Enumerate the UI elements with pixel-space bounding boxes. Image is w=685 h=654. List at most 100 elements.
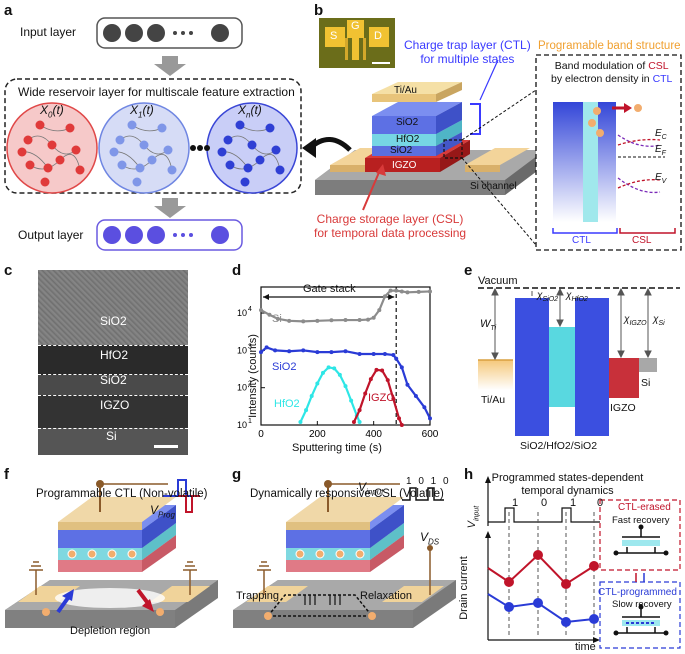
series-sio2-point [371, 352, 376, 357]
tem-sio2-top: SiO2 [100, 314, 127, 328]
panel-label-a: a [4, 2, 13, 19]
y-tick-label: 10 [237, 383, 247, 393]
band-mod-text: Band modulation of CSL by electron densi… [551, 60, 673, 85]
series-sio2-point [391, 353, 396, 358]
x-tick-label: 400 [365, 429, 382, 440]
series-label-hfo2: HfO2 [274, 398, 300, 410]
inset-g-label: G [351, 20, 360, 32]
e-si-label: Si [641, 377, 651, 389]
h-vinput-label: Vinput [466, 505, 481, 529]
series-sio2-point [399, 365, 404, 370]
tem-si: Si [106, 429, 117, 443]
series-sio2-point [357, 352, 362, 357]
series-si-point [343, 318, 348, 323]
layer-hfo2: HfO2 [396, 134, 420, 145]
series-si-point [366, 317, 371, 322]
wti-label: WTi [480, 318, 497, 333]
series-sio2-point [428, 416, 432, 421]
series-hfo2-point [349, 398, 354, 403]
g-title: Dynamically responsive CSL (Volatile) [250, 488, 444, 500]
e-tiau-label: Ti/Au [481, 394, 506, 406]
ctl-label: Charge trap layer (CTL)for multiple stat… [404, 38, 531, 66]
layer-tiau: Ti/Au [394, 85, 417, 96]
series-sio2-point [394, 356, 399, 361]
series-label-igzo: IGZO [368, 392, 395, 404]
chart-xlabel: Sputtering time (s) [292, 442, 382, 454]
gate-stack-arrow-left [263, 294, 269, 300]
series-si-point [259, 308, 263, 313]
y-tick-exp: 3 [248, 343, 252, 350]
series-sio2-line [260, 346, 431, 419]
series-sio2-point [422, 405, 427, 410]
series-sio2-point [301, 348, 306, 353]
x0-label: X0(t) [40, 103, 64, 120]
chart-frame [260, 286, 431, 426]
series-sio2-point [382, 352, 387, 357]
tem-image [38, 270, 188, 455]
e-igzo-label: IGZO [610, 402, 636, 414]
csl-label: Charge storage layer (CSL)for temporal d… [314, 212, 467, 240]
vprog-label: VProg [150, 503, 175, 520]
series-label-sio2: SiO2 [272, 361, 297, 373]
series-sio2-point [405, 382, 410, 387]
series-si-point [377, 308, 382, 313]
series-si-point [388, 288, 393, 293]
h-ylabel: Drain current [457, 556, 470, 620]
series-sio2-point [259, 350, 263, 355]
series-si-point [287, 318, 292, 323]
x-tick-label: 200 [309, 429, 326, 440]
vacuum-label: Vacuum [478, 275, 518, 287]
series-sio2-point [315, 350, 320, 355]
series-igzo-point [385, 378, 390, 383]
series-si-point [357, 318, 362, 323]
ctl-erased-label: CTL-erased [618, 502, 671, 513]
series-igzo-point [368, 377, 373, 382]
panel-label-f: f [4, 466, 9, 483]
tem-sio2-bottom: SiO2 [100, 373, 127, 387]
series-hfo2-point [337, 372, 342, 377]
g-vinput-label: Vinput [358, 480, 384, 497]
series-si-point [301, 319, 306, 324]
series-sio2-point [413, 393, 418, 398]
series-si-point [399, 289, 404, 294]
band-ctl-label: CTL [572, 235, 591, 246]
inset-s-label: S [330, 30, 338, 42]
series-igzo-line [352, 368, 403, 426]
e-stack-label: SiO2/HfO2/SiO2 [520, 440, 598, 452]
input-layer-label: Input layer [20, 25, 77, 39]
series-hfo2-point [309, 393, 314, 398]
inset-d-label: D [374, 30, 382, 42]
series-si-point [329, 318, 334, 323]
gate-stack-arrow-right [388, 294, 395, 300]
series-sio2-point [264, 345, 269, 350]
g-bits: 1 0 1 0 [406, 476, 451, 487]
series-igzo-point [363, 391, 368, 396]
x-tick-label: 0 [258, 429, 264, 440]
slow-recovery-label: Slow recovery [612, 599, 672, 610]
tem-igzo: IGZO [100, 398, 130, 412]
panel-label-e: e [464, 262, 473, 279]
y-tick-label: 10 [237, 345, 247, 355]
xn-label: Xn(t) [238, 103, 262, 120]
chi-sio2-label: χSiO2 [537, 290, 559, 303]
panel-label-g: g [232, 466, 242, 483]
series-hfo2-point [315, 381, 320, 386]
series-igzo-point [399, 423, 404, 427]
series-si-point [275, 316, 280, 321]
series-hfo2-point [320, 370, 325, 375]
chi-si-label: χSi [653, 314, 665, 327]
ctl-programmed-label: CTL-programmed [598, 587, 677, 598]
ev-label: EV [655, 172, 667, 185]
layer-sio2-top: SiO2 [396, 117, 419, 128]
h-xlabel: time [575, 641, 596, 653]
series-si-point [416, 289, 421, 294]
h-bit-3: 0 [597, 497, 604, 509]
series-hfo2-point [332, 366, 337, 371]
y-tick-exp: 4 [248, 306, 252, 313]
ec-label: EC [655, 128, 667, 141]
vds-label: VDS [420, 530, 440, 547]
tem-hfo2: HfO2 [100, 348, 129, 362]
